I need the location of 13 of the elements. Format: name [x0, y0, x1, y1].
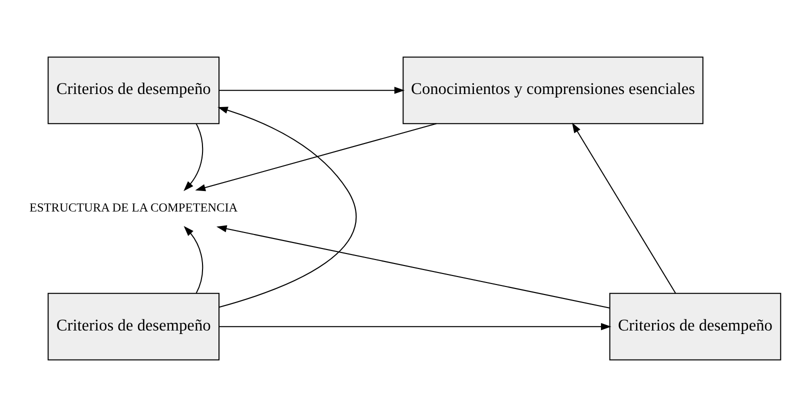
arrow	[218, 106, 357, 308]
node-box: Criterios de desempeño	[48, 56, 220, 124]
node-text: ESTRUCTURA DE LA COMPETENCIA	[29, 200, 238, 215]
node-box: Conocimientos y comprensiones esenciales	[402, 56, 704, 124]
arrow	[572, 122, 676, 294]
arrow	[184, 226, 204, 294]
node-box: Criterios de desempeño	[609, 292, 782, 360]
arrow	[216, 225, 610, 308]
node-box: Criterios de desempeño	[48, 292, 220, 360]
arrow	[184, 124, 204, 192]
arrow	[219, 323, 612, 330]
arrow	[195, 123, 437, 192]
arrow	[219, 86, 405, 94]
